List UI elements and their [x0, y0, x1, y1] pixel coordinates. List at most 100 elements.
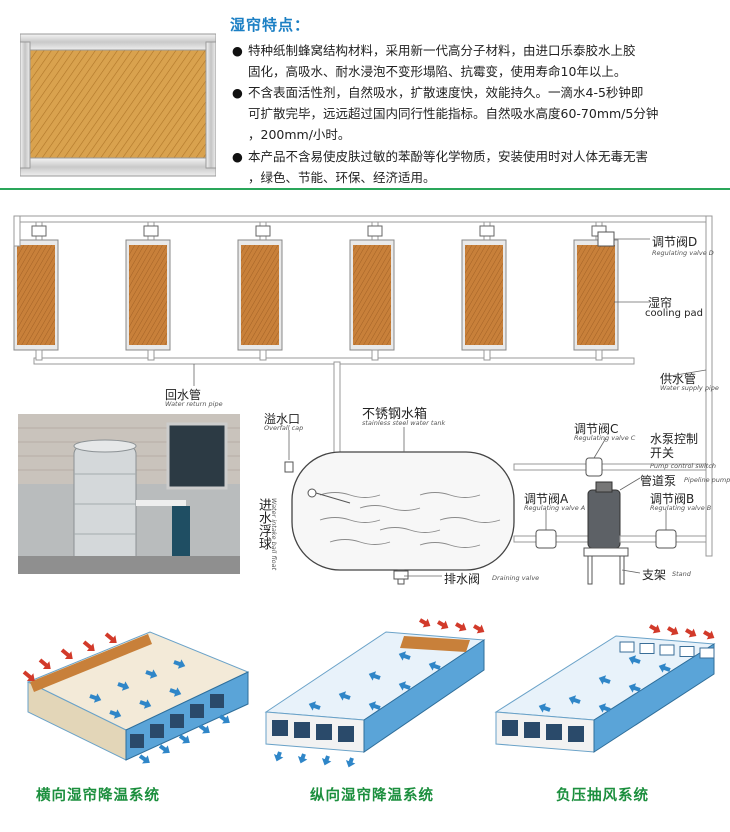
airflow-arrow: [428, 661, 441, 671]
tank-installation-photo: [18, 414, 240, 574]
airflow-in-arrow: [455, 622, 467, 632]
features-title: 湿帘特点：: [230, 16, 311, 34]
feature-1-line-1: 特种纸制蜂窝结构材料，采用新一代高分子材料，由进口乐泰胶水上胶: [248, 43, 636, 58]
valve-a-label: 调节阀A: [524, 492, 569, 506]
airflow-arrow: [658, 663, 671, 673]
feature-2-line-3: ，200mm/小时。: [248, 127, 351, 142]
cooling-pad-label: 湿帘: [648, 296, 673, 310]
pipeline-pump: [587, 489, 621, 549]
airflow-arrow: [169, 687, 182, 697]
system-illustrations: [22, 618, 716, 768]
cooling-pad-3: [237, 221, 283, 361]
airflow-out-arrow: [158, 744, 170, 754]
airflow-out-arrow: [273, 751, 284, 762]
feature-2-line-1: 不含表面活性剂，自然吸水，扩散速度快，效能持久。一滴水4-5秒钟即: [248, 85, 644, 100]
piping-diagram: [13, 215, 713, 585]
airflow-in-arrow: [473, 624, 485, 634]
feature-3-line-2: ，绿色、节能、环保、经济适用。: [248, 170, 436, 185]
overflow-label-en: Overfall cap: [264, 424, 304, 432]
valve-c-label: 调节阀C: [574, 422, 619, 436]
pipeline-pump-label-en: Pipeline pump: [684, 476, 730, 484]
airflow-arrow: [338, 691, 351, 701]
float-ball-label: 进水浮球: [256, 498, 271, 550]
airflow-arrow: [139, 699, 152, 709]
feature-item-1: ●特种纸制蜂窝结构材料，采用新一代高分子材料，由进口乐泰胶水上胶 固化，高吸水、…: [232, 40, 722, 82]
valve-c-label-en: Regulating valve C: [574, 434, 636, 442]
valve-a: [535, 529, 557, 549]
caption-negative-pressure-system: 负压抽风系统: [556, 788, 649, 804]
airflow-arrow: [398, 681, 411, 691]
airflow-arrow: [173, 659, 186, 669]
valve-d-label-en: Regulating valve D: [652, 249, 714, 257]
valve-c: [585, 457, 603, 477]
cooling-pad-6: [573, 221, 619, 361]
wall-window: [699, 647, 715, 659]
airflow-in-arrow: [685, 628, 697, 638]
cooling-pad-label-en: cooling pad: [645, 308, 703, 319]
airflow-arrow: [568, 695, 581, 705]
drain-label: 排水阀: [444, 572, 481, 586]
return-pipe-label: 回水管: [165, 388, 202, 402]
airflow-arrow: [308, 701, 321, 711]
airflow-arrow: [145, 669, 158, 679]
cooling-pad-5: [461, 221, 507, 361]
valve-b-label-en: Regulating valve B: [650, 504, 712, 512]
feature-item-3: ●本产品不含易使皮肤过敏的苯酚等化学物质，安装使用时对人体无毒无害 ，绿色、节能…: [232, 146, 722, 188]
airflow-arrow: [598, 703, 611, 713]
airflow-out-arrow: [198, 724, 210, 734]
airflow-out-arrow: [218, 714, 230, 724]
valve-b: [655, 529, 677, 549]
pump-switch-label-en: Pump control switch: [650, 462, 717, 470]
valve-d-label: 调节阀D: [652, 235, 698, 249]
pipeline-pump-label: 管道泵: [640, 474, 677, 488]
airflow-in-arrow: [60, 648, 73, 659]
airflow-arrow: [368, 701, 381, 711]
supply-pipe-label: 供水管: [660, 372, 697, 386]
feature-2-line-2: 可扩散完毕，远远超过国内同行性能指标。自然吸水高度60-70mm/5分钟: [248, 106, 659, 121]
airflow-out-arrow: [138, 754, 150, 764]
longitudinal-system-illustration: [264, 631, 486, 753]
airflow-in-arrow: [22, 670, 35, 681]
feature-1-line-2: 固化，高吸水、耐水浸泡不变形塌陷、抗霉变，使用寿命10年以上。: [248, 64, 627, 79]
valve-d: [597, 231, 615, 247]
cooling-pad-1: [13, 221, 59, 361]
tank-label: 不锈钢水箱: [362, 407, 428, 422]
airflow-out-arrow: [321, 755, 332, 766]
overflow-label: 溢水口: [264, 412, 301, 426]
airflow-out-arrow: [345, 757, 356, 768]
airflow-in-arrow: [649, 624, 661, 634]
airflow-arrow: [538, 703, 551, 713]
supply-pipe-label-en: Water supply pipe: [660, 384, 719, 392]
airflow-arrow: [117, 681, 130, 691]
stand-label-en: Stand: [672, 570, 691, 578]
drain-label-en: Draining valve: [492, 574, 540, 582]
caption-horizontal-system: 横向湿帘降温系统: [36, 788, 160, 804]
airflow-in-arrow: [437, 620, 449, 630]
airflow-arrow: [628, 683, 641, 693]
airflow-out-arrow: [178, 734, 190, 744]
valve-a-label-en: Regulating valve A: [524, 504, 586, 512]
feature-header: 湿帘特点： ●特种纸制蜂窝结构材料，采用新一代高分子材料，由进口乐泰胶水上胶 固…: [0, 0, 730, 190]
airflow-arrow: [109, 709, 122, 719]
airflow-in-arrow: [38, 658, 51, 669]
airflow-arrow: [598, 675, 611, 685]
wall-window: [659, 644, 675, 656]
caption-longitudinal-system: 纵向湿帘降温系统: [310, 788, 434, 804]
float-ball-label-en: Water intake ball float: [270, 498, 278, 571]
return-pipe-label-en: Water return pipe: [165, 400, 223, 408]
airflow-in-arrow: [667, 626, 679, 636]
cooling-pad-4: [349, 221, 395, 361]
stand-label: 支架: [642, 568, 667, 582]
feature-item-2: ●不含表面活性剂，自然吸水，扩散速度快，效能持久。一滴水4-5秒钟即 可扩散完毕…: [232, 82, 722, 145]
airflow-in-arrow: [419, 618, 431, 628]
airflow-in-arrow: [703, 630, 715, 640]
airflow-arrow: [628, 655, 641, 665]
airflow-arrow: [89, 693, 102, 703]
wall-window: [639, 643, 655, 654]
airflow-out-arrow: [297, 753, 308, 764]
pump-switch-label: 水泵控制开关: [650, 432, 699, 460]
tank-label-en: stainless steel water tank: [362, 419, 446, 427]
cooling-pad-2: [125, 221, 171, 361]
wall-window: [679, 646, 695, 657]
water-tank: [291, 451, 515, 571]
